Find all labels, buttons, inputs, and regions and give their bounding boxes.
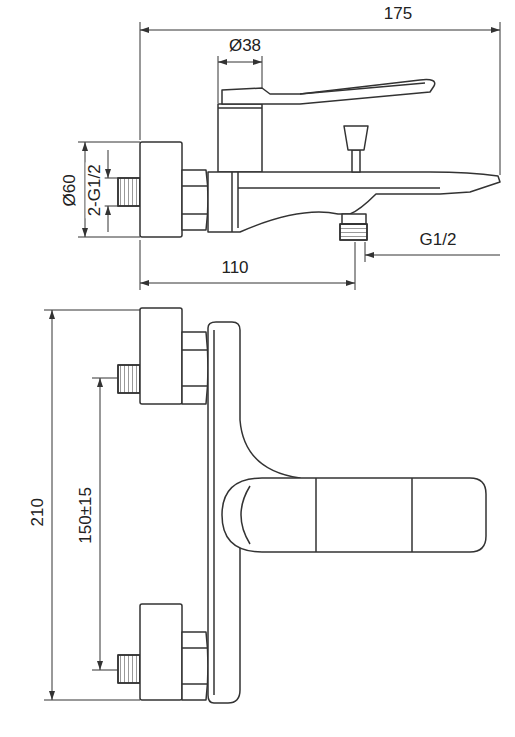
dimension-label: 110: [219, 259, 250, 278]
dimension-label: 150±15: [77, 485, 96, 546]
dimension-label: Ø38: [227, 37, 263, 56]
dimension-label: 2-G1/2: [86, 162, 105, 218]
dimension-label: 175: [382, 5, 414, 24]
dimension-label: G1/2: [418, 231, 459, 250]
dimension-label: Ø60: [61, 172, 80, 208]
dimension-label: 210: [29, 496, 48, 528]
